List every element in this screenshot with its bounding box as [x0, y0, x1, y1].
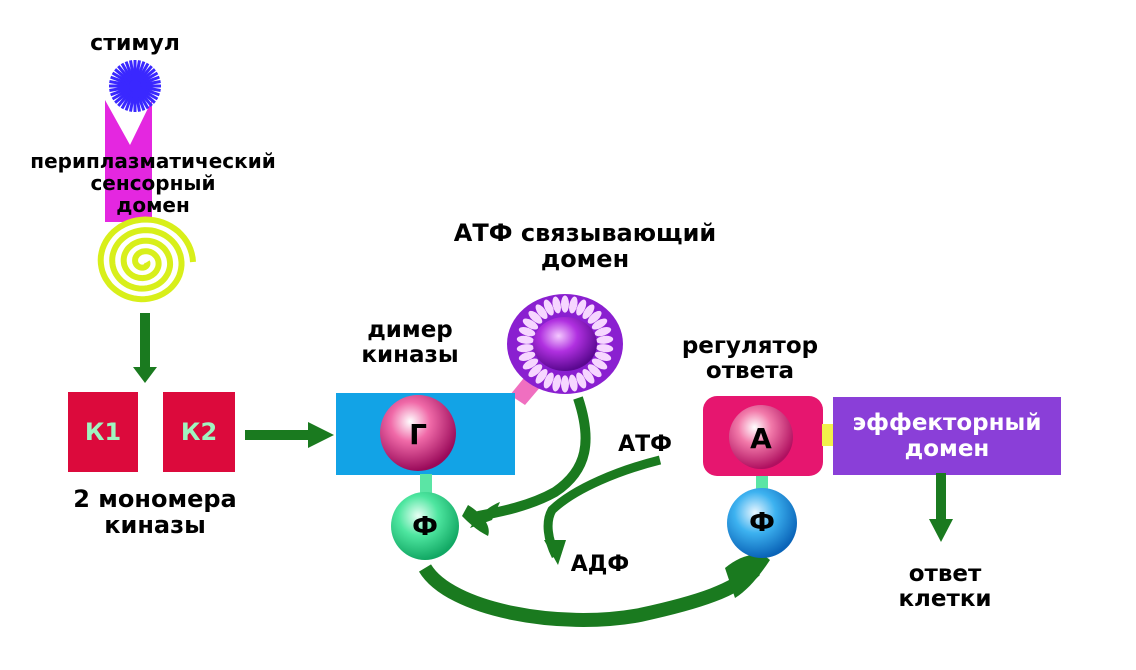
atp-label: АТФ [618, 432, 672, 457]
dimer-label: димер киназы [361, 317, 459, 369]
stimulus-star-icon [109, 60, 161, 112]
cell-response-label: ответ клетки [898, 561, 992, 613]
arrow-kinase-to-dimer [245, 422, 334, 448]
regulator-label: регулятор ответа [681, 333, 819, 385]
connector-g-f [420, 474, 432, 494]
monomers-label: 2 мономера киназы [73, 485, 237, 540]
connector-a-f [756, 472, 768, 492]
atp-binding-domain-icon [507, 294, 623, 394]
kinase-k1-box [68, 392, 138, 472]
atp-domain-label: АТФ связывающий домен [453, 219, 717, 274]
atp-adp-arrows [462, 396, 662, 565]
regulator-effector-connector [822, 424, 834, 446]
histidine-circle [380, 395, 456, 471]
effector-domain-box [833, 397, 1061, 475]
aspartate-label: А [750, 422, 772, 455]
phosphate-left-label: Ф [412, 512, 438, 542]
phosphate-circle-left [391, 492, 459, 560]
effector-label: эффекторный домен [852, 410, 1042, 463]
aspartate-circle [729, 405, 793, 469]
arrow-effector-to-response [929, 473, 953, 542]
kinase-k2-box [163, 392, 235, 472]
k1-label: К1 [84, 418, 122, 446]
arrow-spiral-to-kinase [133, 313, 157, 383]
sensor-shape [105, 100, 152, 222]
spiral-icon [97, 216, 196, 303]
stimulus-label: стимул [90, 31, 180, 56]
phosphate-right-label: Ф [749, 508, 775, 538]
histidine-label: Г [409, 418, 427, 451]
adp-label: АДФ [570, 552, 630, 577]
phosphotransfer-arrow [418, 554, 770, 627]
k2-label: К2 [180, 418, 218, 446]
phosphate-circle-right [727, 488, 797, 558]
periplasmic-domain-label: периплазматический сенсорный домен [30, 149, 276, 217]
